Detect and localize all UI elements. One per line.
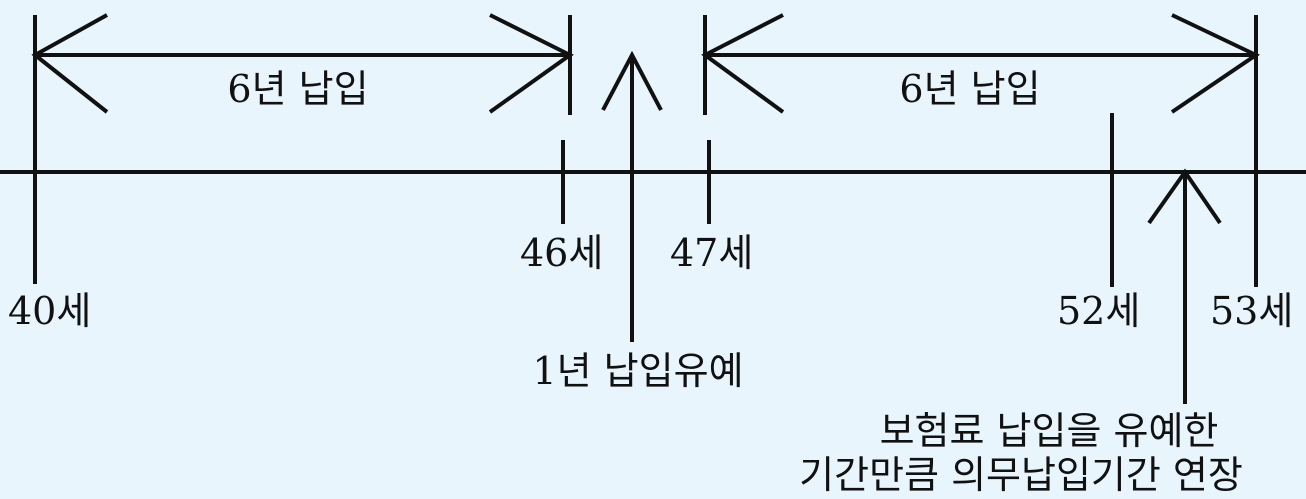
span1-arrowhead-right	[488, 13, 574, 114]
extension-label-line2: 기간만큼 의무납입기간 연장	[799, 453, 1243, 497]
age-label-53: 53세	[1210, 289, 1294, 333]
extension-arrowhead	[1147, 168, 1222, 225]
extension-label-line1: 보험료 납입을 유예한	[879, 409, 1219, 453]
deferral-arrowhead	[601, 50, 663, 111]
span2-arrowhead-left	[701, 13, 785, 114]
span-label-second: 6년 납입	[899, 67, 1041, 111]
span1-arrowhead-left	[31, 13, 109, 114]
age-label-40: 40세	[8, 289, 92, 333]
age-label-46: 46세	[520, 231, 604, 275]
span-label-first: 6년 납입	[227, 67, 369, 111]
deferral-label: 1년 납입유예	[532, 349, 744, 393]
span2-arrowhead-right	[1170, 13, 1261, 114]
age-label-47: 47세	[670, 231, 754, 275]
age-label-52: 52세	[1057, 289, 1141, 333]
